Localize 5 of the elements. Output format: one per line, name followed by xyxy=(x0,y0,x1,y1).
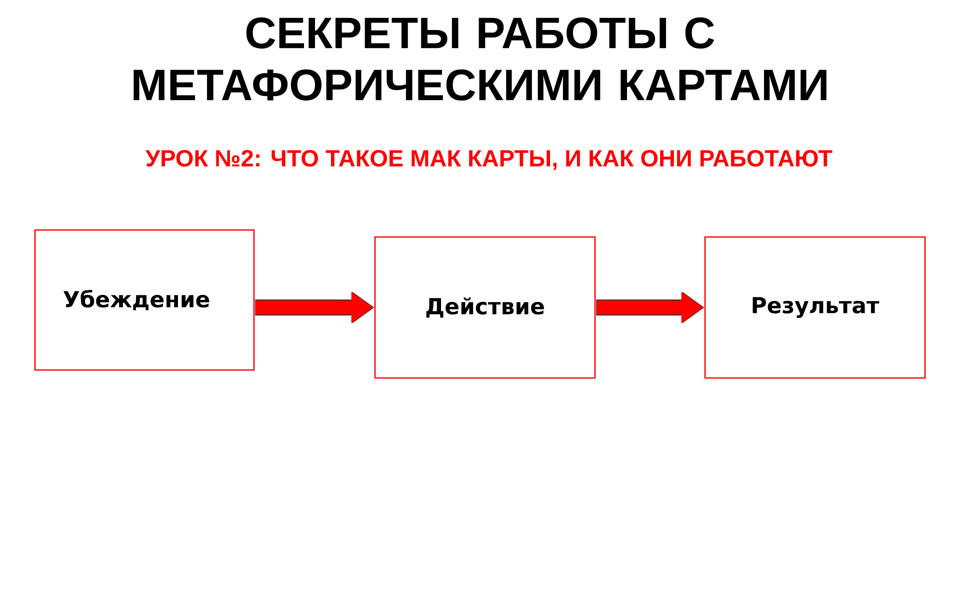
text-box: Убеждение xyxy=(34,229,255,371)
title: СЕКРЕТЫ РАБОТЫ С МЕТАФОРИЧЕСКИМИ КАРТАМИ xyxy=(134,17,826,101)
text-box: Результат xyxy=(704,236,926,379)
text-box: Действие xyxy=(374,236,596,379)
subtitle: УРОК №2: ЧТО ТАКОЕ МАК КАРТЫ, И КАК ОНИ РАБОТАЮТ xyxy=(145,150,832,170)
